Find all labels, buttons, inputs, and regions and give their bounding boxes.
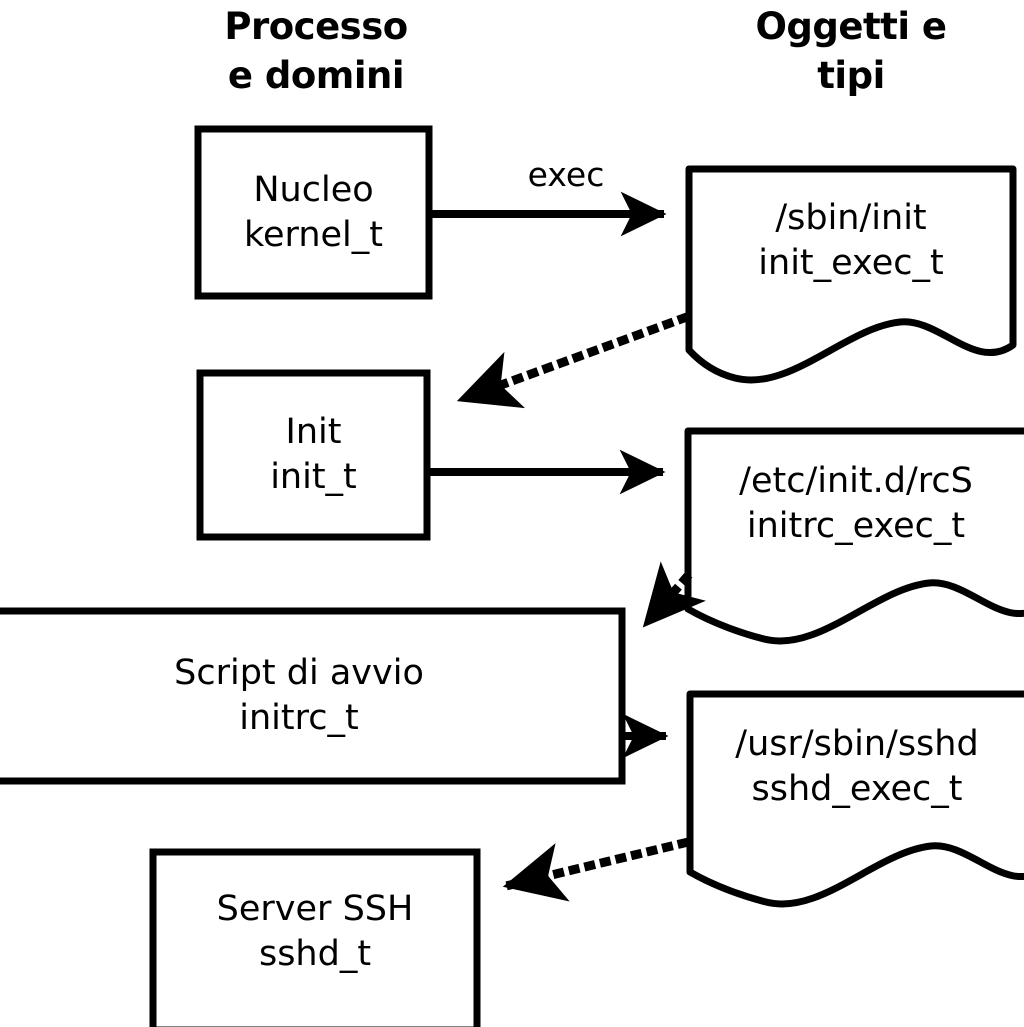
edge-sshd-exec-to-sshd	[500, 837, 690, 902]
edge-initrc-exec-to-initrc	[638, 561, 706, 632]
edge-label-exec: exec	[527, 155, 605, 194]
column-header-processes: Processo e domini	[224, 5, 408, 98]
edge-init-exec-to-init	[454, 312, 690, 409]
process-node-sshd[interactable]	[149, 848, 481, 1027]
process-node-kernel[interactable]	[194, 125, 433, 300]
column-header-objects: Oggetti e tipi	[755, 5, 947, 98]
process-node-initrc[interactable]	[0, 607, 626, 785]
process-node-init[interactable]	[196, 369, 431, 541]
object-node-sshd-exec[interactable]	[686, 690, 1024, 908]
object-node-initrc-exec[interactable]	[684, 427, 1024, 645]
object-node-init-exec[interactable]	[685, 165, 1017, 384]
